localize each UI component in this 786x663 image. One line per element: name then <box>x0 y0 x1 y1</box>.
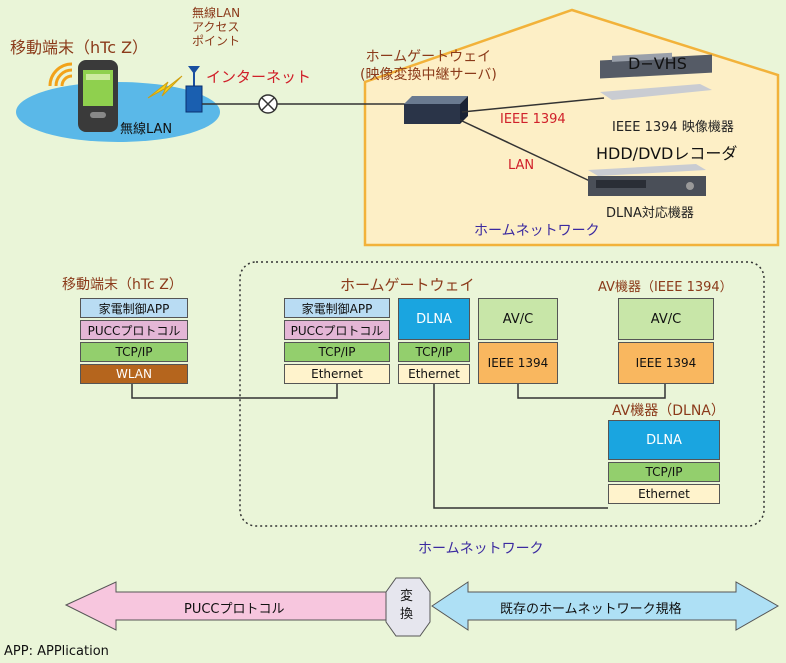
gateway-dlna-ethernet-layer: Ethernet <box>398 364 470 384</box>
convert-label-line2: 換 <box>400 607 414 622</box>
mobile-tcpip-layer: TCP/IP <box>80 342 188 362</box>
lan-link-label: LAN <box>508 158 535 173</box>
dvhs-title: D−VHS <box>628 54 687 73</box>
ethernet-dlna-link <box>433 384 608 509</box>
gateway-dlna-layer: DLNA <box>398 298 470 340</box>
existing-arrow <box>431 581 780 631</box>
av-dlna-ethernet-layer: Ethernet <box>608 484 720 504</box>
stack-home-network-label: ホームネットワーク <box>418 541 544 557</box>
ieee1394-link <box>517 384 666 399</box>
mobile-app-layer: 家電制御APP <box>80 298 188 318</box>
convert-hexagon <box>385 577 431 637</box>
stack-av-dlna-title: AV機器（DLNA） <box>612 403 725 419</box>
gateway-avc-layer: AV/C <box>478 298 558 340</box>
convert-label: 変 換 <box>400 588 413 624</box>
lan-link-line <box>459 119 593 183</box>
top-home-network-label: ホームネットワーク <box>474 223 600 239</box>
av-ieee-ieee1394-layer: IEEE 1394 <box>618 342 714 384</box>
home-network-frame <box>239 261 765 527</box>
wlan-ethernet-link <box>131 384 338 399</box>
gateway-app-layer: 家電制御APP <box>284 298 390 318</box>
gateway-dlna-tcpip-layer: TCP/IP <box>398 342 470 362</box>
footnote: APP: APPlication <box>4 644 109 659</box>
mobile-pucc-layer: PUCCプロトコル <box>80 320 188 340</box>
gateway-device-icon <box>404 96 468 124</box>
gateway-label: ホームゲートウェイ (映像変換中継サーバ) <box>360 48 497 84</box>
ap-label-line3: ポイント <box>192 34 241 48</box>
ieee-link-line <box>461 97 605 113</box>
gateway-tcpip-layer: TCP/IP <box>284 342 390 362</box>
signal-icon <box>48 62 73 87</box>
stack-mobile-title: 移動端末（hTc Z） <box>62 277 183 293</box>
stack-av-ieee-title: AV機器（IEEE 1394） <box>598 280 733 295</box>
convert-label-line1: 変 <box>400 589 414 604</box>
pucc-arrow-label: PUCCプロトコル <box>184 602 285 617</box>
existing-arrow-label: 既存のホームネットワーク規格 <box>500 602 682 617</box>
gateway-ethernet-layer: Ethernet <box>284 364 390 384</box>
ieee-link-label: IEEE 1394 <box>500 112 566 127</box>
hdd-dvd-device-icon <box>588 164 706 196</box>
av-dlna-dlna-layer: DLNA <box>608 420 720 460</box>
av-dlna-tcpip-layer: TCP/IP <box>608 462 720 482</box>
dvhs-device-icon <box>600 52 712 100</box>
gateway-label-line1: ホームゲートウェイ <box>365 49 492 65</box>
ieee-device-label: IEEE 1394 映像機器 <box>612 120 734 135</box>
gateway-ieee1394-layer: IEEE 1394 <box>478 342 558 384</box>
top-mobile-title: 移動端末（hTc Z） <box>10 38 149 57</box>
phone-icon <box>78 60 118 132</box>
lightning-icon <box>147 75 183 99</box>
dlna-device-label: DLNA対応機器 <box>606 206 694 221</box>
gateway-label-line2: (映像変換中継サーバ) <box>360 67 497 83</box>
ap-label: 無線LAN アクセス ポイント <box>192 6 240 48</box>
ap-label-line1: 無線LAN <box>192 6 241 20</box>
internet-label: インターネット <box>206 68 312 86</box>
av-ieee-avc-layer: AV/C <box>618 298 714 340</box>
mobile-wlan-layer: WLAN <box>80 364 188 384</box>
stack-gateway-title: ホームゲートウェイ <box>340 276 475 294</box>
wireless-lan-label: 無線LAN <box>120 122 173 137</box>
hdd-dvd-title: HDD/DVDレコーダ <box>596 144 738 163</box>
access-point-icon <box>185 66 203 113</box>
gateway-pucc-layer: PUCCプロトコル <box>284 320 390 340</box>
ap-label-line2: アクセス <box>192 20 240 34</box>
